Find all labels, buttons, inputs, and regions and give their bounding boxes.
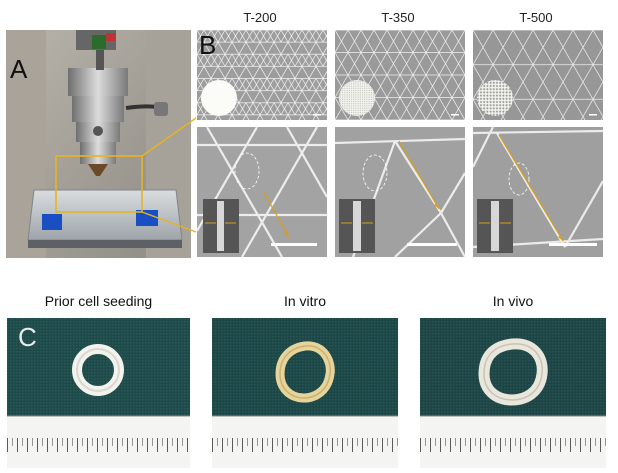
ring-photo-in-vitro — [212, 318, 398, 468]
sem-high-mag-t350 — [335, 127, 465, 257]
sem-high-mag-t200 — [197, 127, 327, 257]
sem-low-mag-t500 — [473, 30, 603, 120]
column-title-t200: T-200 — [243, 10, 277, 25]
panel-a-label: A — [10, 54, 28, 84]
column-title-t500: T-500 — [519, 10, 553, 25]
sem-low-mag-t350 — [335, 30, 465, 120]
sem-low-mag-t200 — [197, 30, 327, 120]
caption-prior-cell-seeding: Prior cell seeding — [44, 293, 153, 309]
panel-b-label: B — [199, 30, 217, 60]
ring-photo-prior — [7, 318, 190, 468]
sem-high-mag-t500 — [473, 127, 603, 257]
panel-a-photo — [6, 30, 191, 258]
caption-in-vitro: In vitro — [283, 293, 326, 309]
printer-illustration — [6, 30, 191, 258]
column-title-t350: T-350 — [381, 10, 415, 25]
ring-photo-in-vivo — [420, 318, 606, 468]
panel-c-label: C — [18, 322, 37, 352]
caption-in-vivo: In vivo — [492, 293, 534, 309]
